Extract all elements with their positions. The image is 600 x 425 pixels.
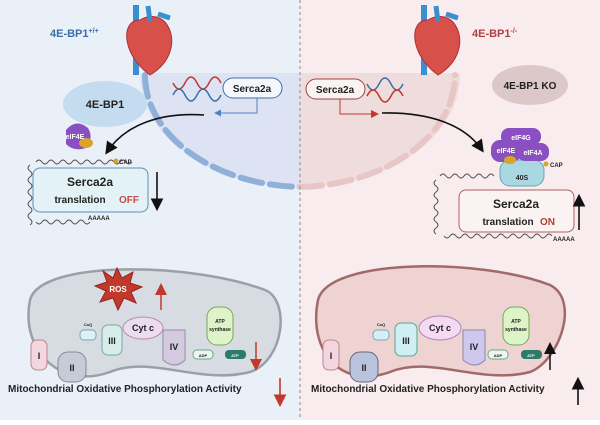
genotype-label-ko: 4E-BP1-/- <box>472 28 518 40</box>
transcription-arrow-right <box>339 99 379 118</box>
eif4e-protein-right <box>491 140 521 162</box>
mrna-gene-left: Serca2a <box>67 175 113 189</box>
svg-text:I: I <box>38 351 41 361</box>
svg-text:I: I <box>330 351 333 361</box>
svg-text:IV: IV <box>170 342 179 352</box>
transcription-arrow-left <box>214 98 258 117</box>
genotype-label-wt: 4E-BP1+/+ <box>50 28 99 40</box>
gene-label-left: Serca2a <box>233 84 272 95</box>
export-arrow-right <box>381 112 484 153</box>
svg-text:ROS: ROS <box>109 285 127 294</box>
initiation-complex: 40S eIF4G eIF4E eIF4A <box>491 128 549 187</box>
translation-state-on: ON <box>540 217 555 228</box>
svg-text:CoQ: CoQ <box>377 322 385 327</box>
svg-text:ATP: ATP <box>231 353 239 358</box>
export-arrow-left <box>105 113 205 155</box>
svg-text:ATP: ATP <box>527 353 535 358</box>
cap-label-right: CAP <box>550 163 563 169</box>
svg-text:eIF4E: eIF4E <box>497 148 516 155</box>
translation-state-off: OFF <box>119 195 139 206</box>
ribosome-40s <box>499 159 545 187</box>
svg-text:III: III <box>108 336 116 346</box>
translation-label-right: translation <box>482 217 533 228</box>
nuclear-envelope-left <box>142 72 303 190</box>
mitochondrion-right: I II CoQ III Cyt c IV ATP synthase ADP A… <box>315 265 567 383</box>
svg-text:III: III <box>402 336 410 346</box>
4ebp1-protein <box>63 81 147 127</box>
nucleus-left <box>140 73 300 187</box>
svg-text:Cyt c: Cyt c <box>429 323 451 333</box>
dna-icon <box>172 76 222 102</box>
svg-text:CoQ: CoQ <box>84 322 92 327</box>
heart-icon <box>414 5 461 76</box>
mitochondrion-left: I II CoQ III Cyt c IV ATP synthase ADP A… <box>27 266 282 383</box>
caption-right: Mitochondrial Oxidative Phosphorylation … <box>311 384 545 395</box>
svg-text:ATP: ATP <box>511 319 521 325</box>
svg-text:II: II <box>69 363 74 373</box>
4ebp1-ko-label: 4E-BP1 KO <box>504 81 557 92</box>
svg-text:ADP: ADP <box>494 353 503 358</box>
gene-pill-left <box>222 77 283 99</box>
mrna-strand-right <box>433 173 553 239</box>
svg-text:eIF4A: eIF4A <box>523 150 542 157</box>
dna-icon <box>366 77 404 103</box>
eif4e-protein-left: eIF4E <box>66 123 93 150</box>
heart-icon <box>126 5 173 76</box>
svg-text:synthase: synthase <box>209 327 231 333</box>
caption-left: Mitochondrial Oxidative Phosphorylation … <box>8 384 242 395</box>
4ebp1-label: 4E-BP1 <box>86 99 125 111</box>
mrna-gene-right: Serca2a <box>493 197 539 211</box>
polya-label-left: AAAAA <box>88 216 110 222</box>
4ebp1-ko-bubble <box>492 65 568 105</box>
svg-text:synthase: synthase <box>505 327 527 333</box>
gene-pill-right <box>305 78 366 100</box>
svg-text:40S: 40S <box>516 175 529 182</box>
eif4a-protein <box>517 143 549 161</box>
cap-label-left: CAP <box>119 160 132 166</box>
mrna-box-right <box>458 189 575 233</box>
mrna-box-left <box>32 167 149 213</box>
svg-text:eIF4E: eIF4E <box>66 134 85 141</box>
svg-text:ADP: ADP <box>199 353 208 358</box>
mrna-strand-left <box>27 159 133 226</box>
svg-text:eIF4G: eIF4G <box>511 135 531 142</box>
svg-text:ATP: ATP <box>215 319 225 325</box>
svg-text:Cyt c: Cyt c <box>132 323 154 333</box>
gene-label-right: Serca2a <box>316 85 355 96</box>
cap-icon <box>543 161 549 167</box>
cap-icon <box>113 158 119 164</box>
svg-text:IV: IV <box>470 342 479 352</box>
polya-label-right: AAAAA <box>553 237 575 243</box>
translation-label-left: translation <box>54 195 105 206</box>
nuclear-envelope-right <box>297 72 458 190</box>
svg-text:II: II <box>361 363 366 373</box>
